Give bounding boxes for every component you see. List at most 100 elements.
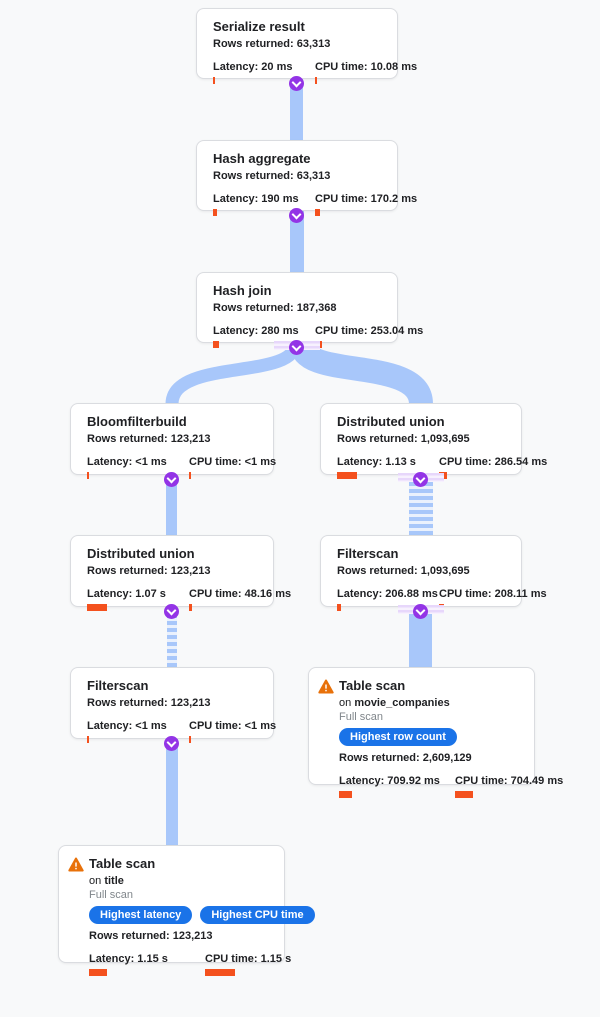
node-target-table: on title [89,875,124,887]
scan-type-label: Full scan [89,889,134,901]
node-rows-returned: Rows returned: 1,093,695 [337,565,470,577]
highest-latency-badge: Highest latency [89,906,193,924]
plan-node-filterscan-right[interactable]: Filterscan Rows returned: 1,093,695 Late… [320,535,547,611]
node-rows-returned: Rows returned: 123,213 [87,433,211,445]
node-title: Table scan [339,678,406,693]
node-metrics: Latency: 190 ms CPU time: 170.2 ms [213,192,417,216]
edge-hashjoin-to-distributedunion [290,341,433,406]
cpu-time-label: CPU time: 208.11 ms [439,588,547,600]
cpu-time-bar [189,472,191,479]
latency-bar [87,604,107,611]
node-metrics: Latency: 1.07 s CPU time: 48.16 ms [87,587,291,611]
node-metrics: Latency: 709.92 ms CPU time: 704.49 ms [339,774,563,798]
collapse-toggle-distributed-union-left[interactable] [164,604,179,619]
cpu-time-label: CPU time: 1.15 s [205,953,292,965]
cpu-time-bar [189,736,191,743]
plan-node-hash-aggregate[interactable]: Hash aggregate Rows returned: 63,313 Lat… [196,140,417,216]
edge-bloomfilterbuild-to-distributedunion [166,475,177,535]
node-title: Distributed union [337,414,445,429]
plan-node-distributed-union-right[interactable]: Distributed union Rows returned: 1,093,6… [320,403,547,479]
node-metrics: Latency: 206.88 ms CPU time: 208.11 ms [337,587,547,611]
latency-bar [339,791,352,798]
node-rows-returned: Rows returned: 123,213 [89,930,213,942]
warning-icon [318,679,334,694]
edge-hashjoin-to-bloomfilterbuild [165,342,302,406]
cpu-time-bar [315,77,317,84]
cpu-time-label: CPU time: 170.2 ms [315,193,418,205]
node-title: Filterscan [87,678,149,693]
latency-bar [89,969,107,976]
cpu-time-label: CPU time: 10.08 ms [315,61,418,73]
node-rows-returned: Rows returned: 1,093,695 [337,433,470,445]
node-rows-returned: Rows returned: 123,213 [87,697,211,709]
plan-node-table-scan-movie-companies[interactable]: Table scan on movie_companies Full scan … [308,667,563,798]
plan-node-filterscan-left[interactable]: Filterscan Rows returned: 123,213 Latenc… [70,667,276,743]
node-title: Hash join [213,283,272,298]
edge-filterscan-right-to-tablescan [409,607,432,667]
latency-bar [213,209,217,216]
plan-node-hash-join[interactable]: Hash join Rows returned: 187,368 Latency… [196,272,423,348]
plan-node-bloomfilterbuild[interactable]: Bloomfilterbuild Rows returned: 123,213 … [70,403,276,479]
plan-node-distributed-union-left[interactable]: Distributed union Rows returned: 123,213… [70,535,291,611]
latency-label: Latency: 280 ms [213,325,299,337]
collapse-toggle-serialize-result[interactable] [289,76,304,91]
edge-distributedunion-left-to-filterscan [167,607,177,667]
node-title: Hash aggregate [213,151,311,166]
collapse-toggle-filterscan-right[interactable] [413,604,428,619]
cpu-time-label: CPU time: 253.04 ms [315,325,424,337]
node-title: Table scan [89,856,156,871]
latency-label: Latency: 1.07 s [87,588,166,600]
edge-filterscan-left-to-tablescan [166,739,178,845]
collapse-toggle-hash-join[interactable] [289,340,304,355]
node-rows-returned: Rows returned: 123,213 [87,565,211,577]
badge-row: Highest row count [339,728,518,746]
node-metrics: Latency: 20 ms CPU time: 10.08 ms [213,60,417,84]
latency-label: Latency: 190 ms [213,193,299,205]
badge-row: Highest latency Highest CPU time [89,906,315,924]
cpu-time-label: CPU time: 48.16 ms [189,588,292,600]
latency-bar [213,341,219,348]
cpu-time-label: CPU time: <1 ms [189,456,277,468]
cpu-time-bar [205,969,235,976]
node-metrics: Latency: <1 ms CPU time: <1 ms [87,719,276,743]
node-rows-returned: Rows returned: 2,609,129 [339,752,472,764]
cpu-time-bar [455,791,473,798]
latency-label: Latency: <1 ms [87,456,167,468]
collapse-toggle-bloomfilterbuild[interactable] [164,472,179,487]
latency-label: Latency: 20 ms [213,61,293,73]
cpu-time-label: CPU time: 704.49 ms [455,775,564,787]
latency-bar [87,736,89,743]
latency-bar [337,472,357,479]
scan-type-label: Full scan [339,711,384,723]
latency-label: Latency: 206.88 ms [337,588,438,600]
highest-cpu-time-badge: Highest CPU time [200,906,315,924]
edge-hashaggregate-to-hashjoin [290,211,304,272]
collapse-toggle-distributed-union-right[interactable] [413,472,428,487]
latency-label: Latency: 709.92 ms [339,775,440,787]
latency-bar [213,77,215,84]
latency-bar [87,472,89,479]
node-title: Serialize result [213,19,305,34]
node-rows-returned: Rows returned: 63,313 [213,38,331,50]
collapse-toggle-filterscan-left[interactable] [164,736,179,751]
highest-row-count-badge: Highest row count [339,728,457,746]
node-title: Distributed union [87,546,195,561]
edge-serialize-to-hashaggregate [290,79,303,140]
node-title: Bloomfilterbuild [87,414,187,429]
cpu-time-label: CPU time: 286.54 ms [439,456,548,468]
collapse-toggle-hash-aggregate[interactable] [289,208,304,223]
cpu-time-bar [315,209,320,216]
latency-label: Latency: <1 ms [87,720,167,732]
plan-node-serialize-result[interactable]: Serialize result Rows returned: 63,313 L… [196,8,417,84]
node-rows-returned: Rows returned: 187,368 [213,302,337,314]
warning-icon [68,857,84,872]
node-metrics: Latency: <1 ms CPU time: <1 ms [87,455,276,479]
node-metrics: Latency: 1.13 s CPU time: 286.54 ms [337,455,547,479]
node-metrics: Latency: 1.15 s CPU time: 1.15 s [89,952,291,976]
latency-label: Latency: 1.13 s [337,456,416,468]
plan-node-table-scan-title[interactable]: Table scan on title Full scan Highest la… [58,845,315,976]
cpu-time-bar [189,604,192,611]
cpu-time-label: CPU time: <1 ms [189,720,277,732]
